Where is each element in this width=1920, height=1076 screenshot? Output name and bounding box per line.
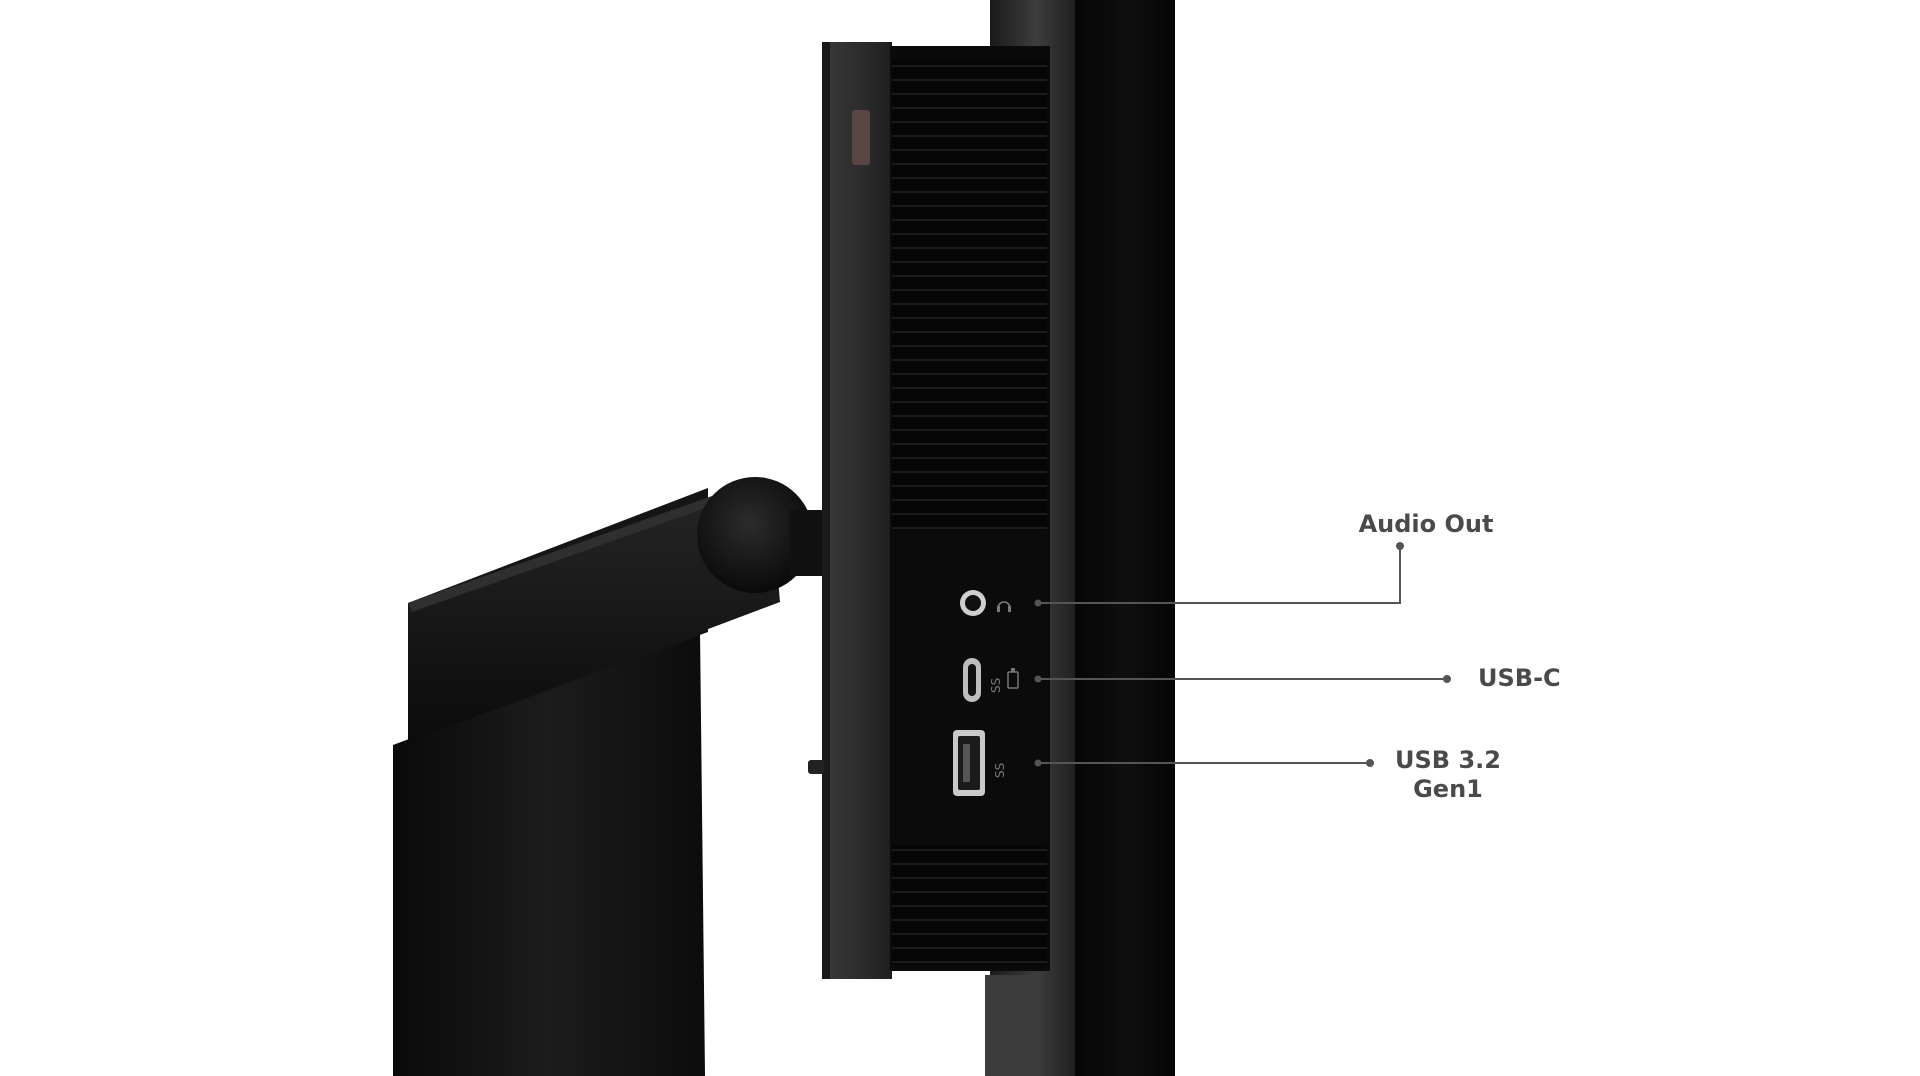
usb-a-port	[953, 730, 985, 796]
leader-line-usb-c	[1034, 675, 1451, 683]
usb-3-2-gen1-label: USB 3.2 Gen1	[1378, 746, 1518, 804]
usb-c-label: USB-C	[1478, 664, 1561, 692]
usb-3-2-label-line1: USB 3.2	[1395, 746, 1501, 774]
leader-line-usb-a	[1034, 759, 1374, 767]
svg-text:SS: SS	[993, 763, 1007, 778]
cable-tag	[985, 975, 1035, 1076]
stand-column	[393, 630, 705, 1076]
hinge-knob	[697, 477, 813, 593]
usb-ss-power-icon: SS	[989, 668, 1019, 693]
stand-arm	[408, 482, 780, 742]
usb-3-2-label-line2: Gen1	[1413, 775, 1483, 803]
hinge-bracket	[790, 510, 824, 576]
svg-text:SS: SS	[989, 678, 1003, 693]
vent-fins-bottom	[892, 845, 1047, 965]
leader-line-audio-out	[1034, 542, 1404, 607]
stand-arm-top	[408, 488, 745, 612]
vent-fins-top	[892, 60, 1047, 530]
logo-mark	[852, 110, 870, 165]
usb-c-port	[963, 658, 981, 702]
audio-jack-port	[960, 590, 986, 616]
audio-out-label: Audio Out	[1358, 510, 1494, 538]
monitor-rear-edge	[1075, 0, 1175, 1076]
usb-ss-icon: SS	[993, 763, 1007, 778]
headphone-icon	[997, 601, 1011, 612]
monitor-bezel-lip	[822, 42, 830, 979]
joystick-button	[808, 760, 824, 774]
monitor-bezel	[822, 42, 892, 979]
